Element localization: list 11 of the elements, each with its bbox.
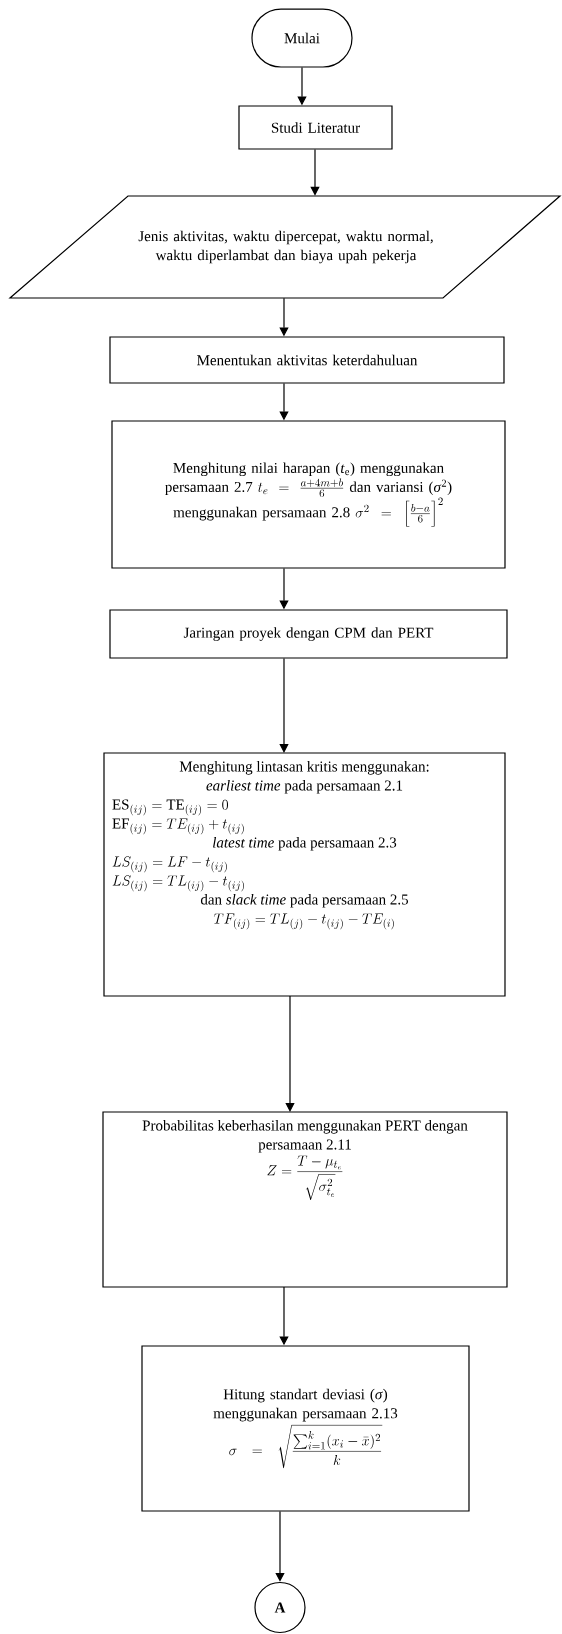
- arrow: [275, 1511, 285, 1582]
- process-box: Studi Literatur: [238, 105, 393, 150]
- process-box: Hitung standart deviasi (σ) menggunakan persamaan 2.13 $\sigma = \sqrt{\frac{\sum_{i=1}^{k}(x_i-\bar{x})^2}{k}}$: [141, 1345, 470, 1512]
- process-box: Probabilitas keberhasilan menggunakan PERT dengan persamaan 2.11 $Z = \frac{T-\mu_{t_e}}{\sqrt{\sigma^2_{t_e}}}$: [102, 1111, 508, 1288]
- arrow: [285, 995, 295, 1112]
- process-box: Jaringan proyek dengan CPM dan PERT: [109, 609, 508, 659]
- arrow: [279, 658, 289, 753]
- process-box: Menghitung nilai harapan (t$_{e}$) menggunakan persamaan 2.7 $t_e = \frac{a+4m+b}{6}$ dan variansi (σ$^{2}$) menggunakan persamaan 2.8 $\sigma^2 = \left[\frac{b-a}{6}\right]^2$: [111, 420, 506, 569]
- process-box: Menentukan aktivitas keterdahuluan: [109, 336, 505, 384]
- arrow: [310, 149, 320, 196]
- process-box: Menghitung lintasan kritis menggunakan: earliest time pada persamaan 2.1 $\mathrm{ES}_{(ij)} = \mathrm{TE}_{(ij)} = 0$ $\mathrm{EF}_{(ij)} = TE_{(ij)} + t_{(ij)}$ latest time pada persamaan 2.3 $LS_{(ij)} = LF - t_{(ij)}$ $LS_{(ij)} = TL_{(ij)} - t_{(ij)}$ dan slack time pada persamaan 2.5 $TF_{(ij)} = TL_{(j)} - t_{(ij)} - TE_{(i)}$: [103, 752, 506, 997]
